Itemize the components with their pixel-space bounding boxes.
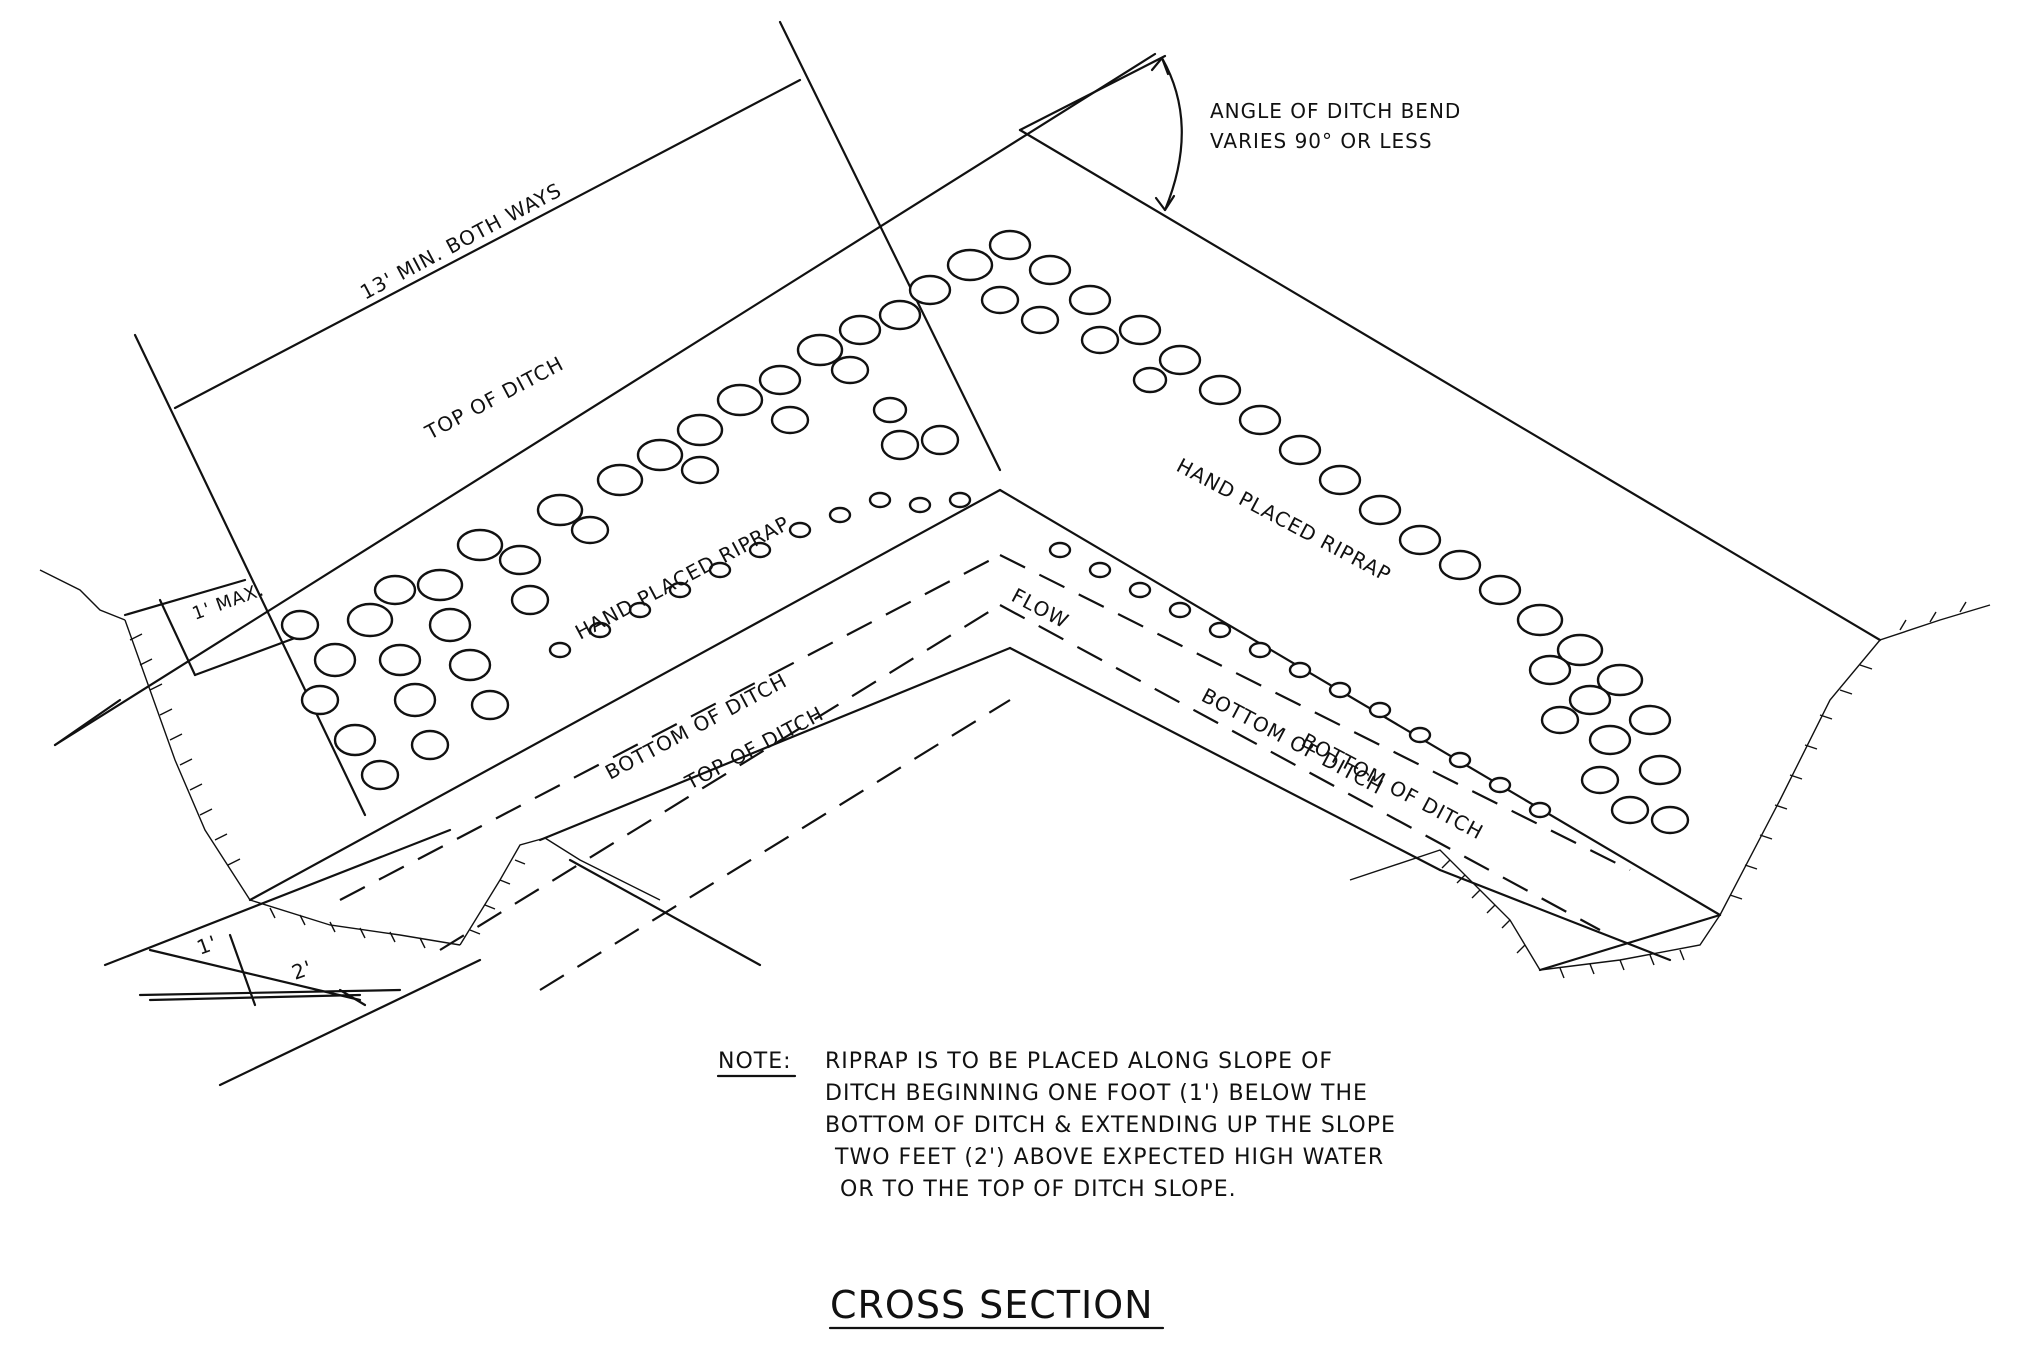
note-line-2: DITCH BEGINNING ONE FOOT (1') BELOW THE: [825, 1081, 1368, 1106]
angle-label-line2: VARIES 90° OR LESS: [1210, 129, 1433, 153]
hand-placed-riprap-right-label: HAND PLACED RIPRAP: [1173, 453, 1396, 587]
note-line-5: OR TO THE TOP OF DITCH SLOPE.: [840, 1177, 1237, 1202]
dim-1ft-label: 1': [194, 930, 221, 959]
angle-label-line1: ANGLE OF DITCH BEND: [1210, 99, 1461, 123]
cross-section-caption: CROSS SECTION: [830, 1283, 1154, 1327]
min-both-ways-label: 13' MIN. BOTH WAYS: [356, 178, 566, 305]
riprap-stones-left: [280, 299, 972, 791]
note-line-3: BOTTOM OF DITCH & EXTENDING UP THE SLOPE: [825, 1113, 1396, 1138]
flow-centerlines: [339, 554, 1631, 991]
dim-2ft-label: 2': [289, 955, 316, 984]
riprap-stones-right: [908, 229, 1690, 835]
angle-arc: [1150, 56, 1183, 212]
note-line-4: TWO FEET (2') ABOVE EXPECTED HIGH WATER: [834, 1145, 1384, 1170]
caption-block: CROSS SECTION: [828, 1283, 1165, 1330]
top-of-ditch-upper-label: TOP OF DITCH: [420, 351, 568, 445]
bottom-of-ditch-lower-label: BOTTOM OF DITCH: [1298, 728, 1488, 844]
note-heading: NOTE:: [718, 1049, 792, 1074]
ditch-outline: [53, 20, 1882, 1087]
note-block: NOTE: RIPRAP IS TO BE PLACED ALONG SLOPE…: [716, 1049, 1396, 1202]
note-line-1: RIPRAP IS TO BE PLACED ALONG SLOPE OF: [825, 1049, 1333, 1074]
ground-hatching: [39, 569, 1991, 979]
